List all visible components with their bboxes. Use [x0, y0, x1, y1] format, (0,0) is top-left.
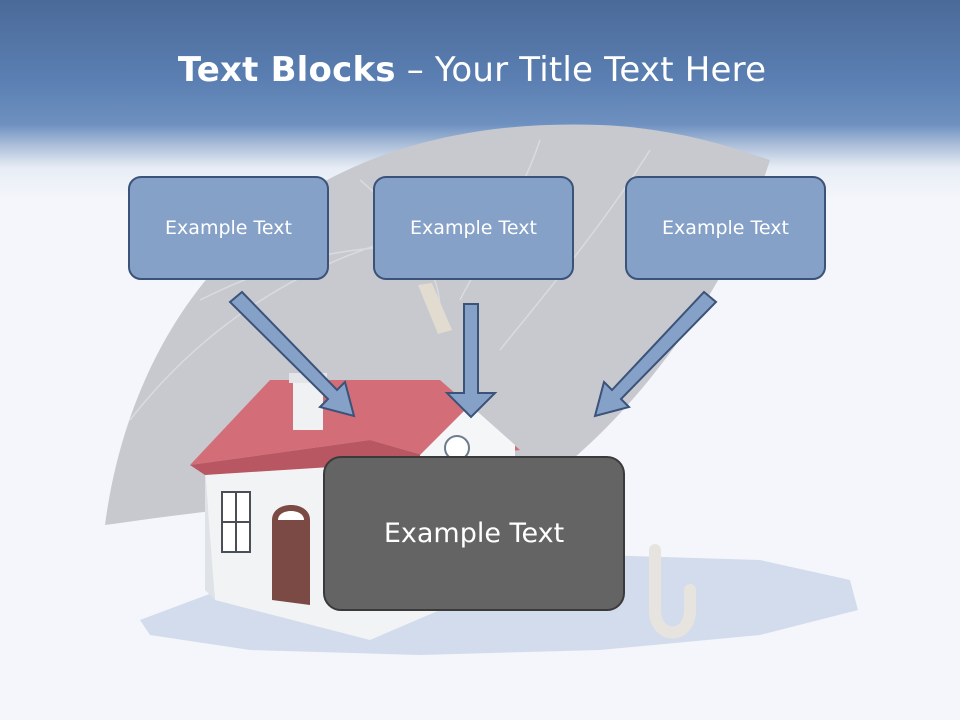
arrow-down [444, 303, 498, 419]
text-block-3[interactable]: Example Text [625, 176, 826, 280]
text-block-2[interactable]: Example Text [373, 176, 574, 280]
arrow-down-right [228, 290, 356, 418]
slide-title: Text Blocks – Your Title Text Here [0, 50, 944, 90]
main-text-block[interactable]: Example Text [323, 456, 625, 611]
title-rest: – Your Title Text Here [395, 50, 767, 90]
title-bold: Text Blocks [177, 50, 396, 90]
text-block-1[interactable]: Example Text [128, 176, 329, 280]
arrow-down-left [593, 290, 718, 418]
